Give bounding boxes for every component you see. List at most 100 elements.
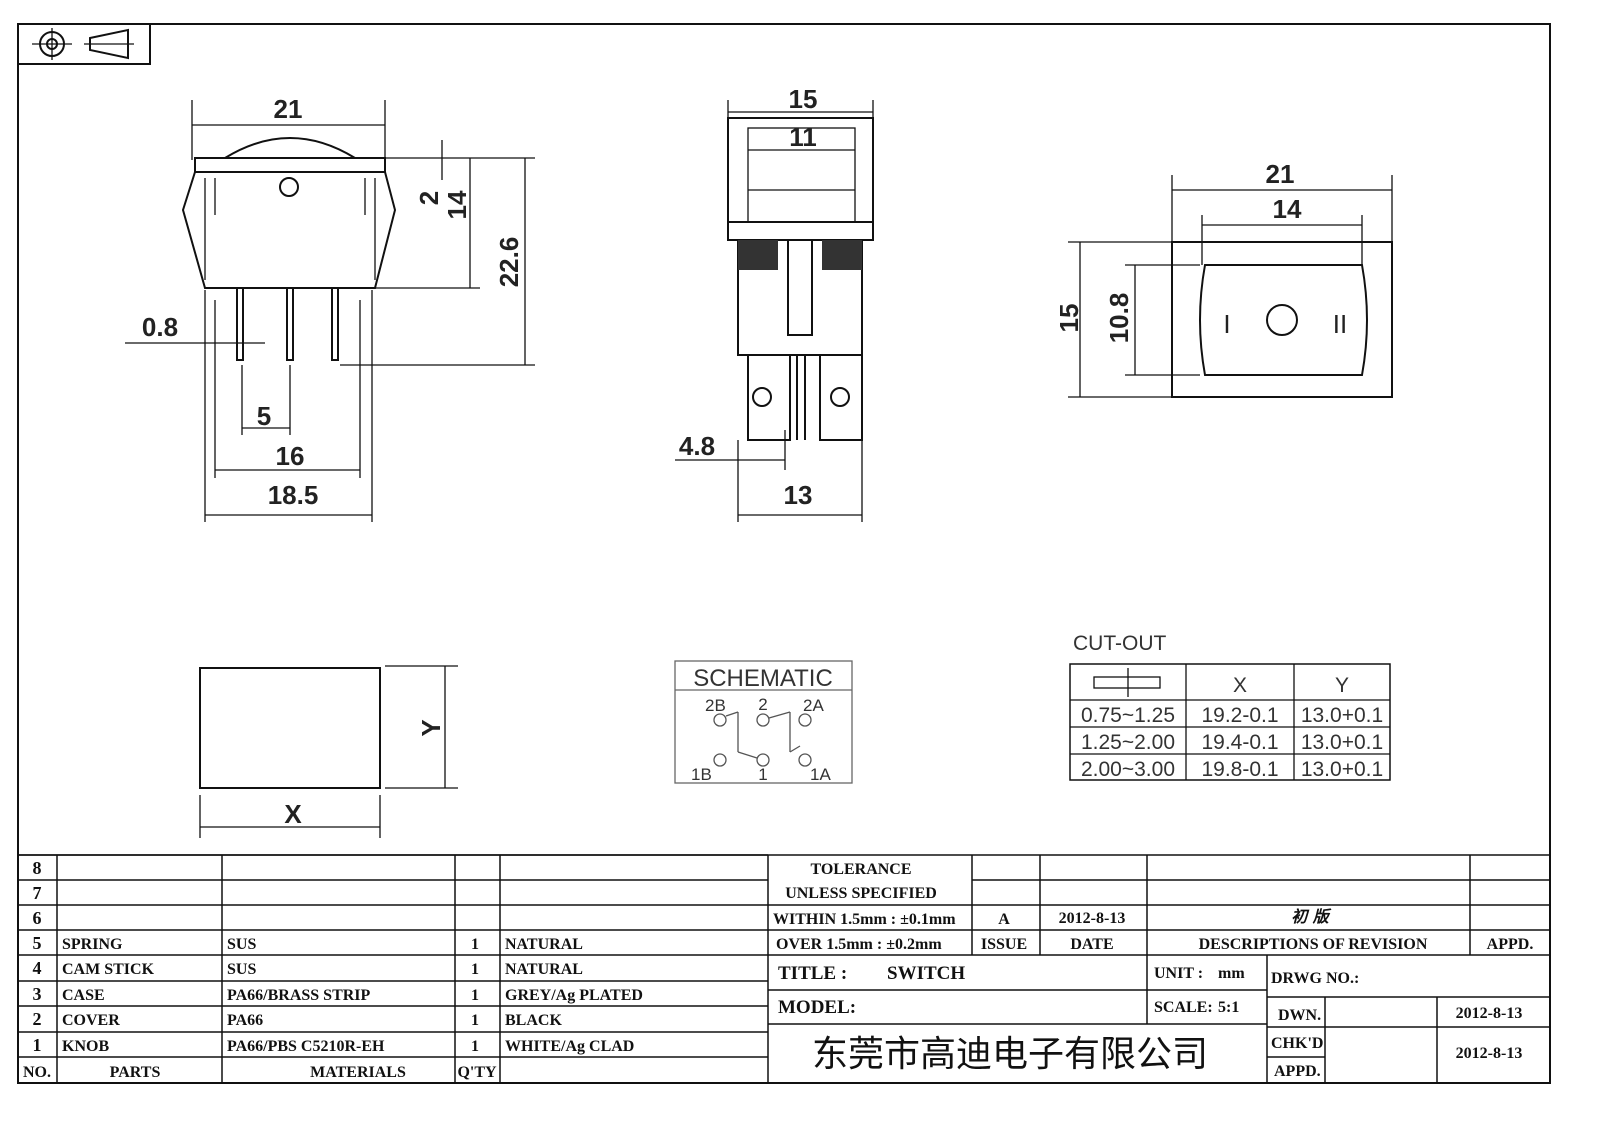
parts-row: 7 — [33, 883, 42, 903]
unit-label: UNIT : — [1154, 965, 1203, 982]
part-no: 8 — [33, 858, 42, 878]
header-qty: Q'TY — [457, 1064, 497, 1081]
cutout-cell: 19.8-0.1 — [1201, 758, 1278, 781]
appd-label: APPD. — [1487, 936, 1534, 953]
company-name: 东莞市高迪电子有限公司 — [812, 1034, 1208, 1075]
issue-label: ISSUE — [981, 936, 1027, 953]
terminal-2b: 2B — [705, 696, 726, 715]
part-no: 2 — [33, 1009, 42, 1029]
parts-row: 8 — [33, 858, 42, 878]
dim-side-11: 11 — [789, 122, 817, 152]
cutout-header-x: X — [1233, 674, 1247, 697]
part-name: COVER — [62, 1012, 120, 1029]
part-material: SUS — [227, 961, 256, 978]
dim-front-5: 5 — [257, 401, 271, 431]
part-no: 5 — [33, 933, 42, 953]
dwn-date: 2012-8-13 — [1456, 1005, 1523, 1022]
schematic-title: SCHEMATIC — [693, 665, 833, 692]
cutout-shape-view: Y X — [199, 665, 458, 838]
part-material: PA66/BRASS STRIP — [227, 987, 371, 1004]
scale-label: SCALE: — [1154, 999, 1213, 1016]
part-name: KNOB — [62, 1038, 109, 1055]
part-name: CAM STICK — [62, 961, 155, 978]
part-qty: 1 — [471, 1038, 479, 1055]
descriptions-label: DESCRIPTIONS OF REVISION — [1199, 936, 1428, 953]
cutout-cell: 2.00~3.00 — [1081, 758, 1175, 781]
cutout-cell: 13.0+0.1 — [1301, 731, 1383, 754]
dim-front-14: 14 — [442, 190, 472, 219]
tolerance-unless: UNLESS SPECIFIED — [785, 885, 937, 902]
schematic: SCHEMATIC 2B 2 2A 1B 1 1A — [674, 660, 853, 784]
dim-front-width: 21 — [274, 94, 303, 124]
part-name: CASE — [62, 987, 105, 1004]
title-label: TITLE : — [778, 963, 847, 984]
top-view: I II 21 14 15 10.8 — [1054, 159, 1393, 398]
appd2-label: APPD. — [1274, 1063, 1321, 1080]
cutout-cell: 1.25~2.00 — [1081, 731, 1175, 754]
date-value: 2012-8-13 — [1059, 910, 1126, 927]
part-finish: BLACK — [505, 1012, 562, 1029]
panel-thickness-icon — [1093, 668, 1161, 697]
drwg-no-label: DRWG NO.: — [1271, 970, 1359, 987]
cutout-header-y: Y — [1335, 674, 1349, 697]
revision-description: 初 版 — [1291, 907, 1332, 926]
part-finish: WHITE/Ag CLAD — [505, 1038, 634, 1055]
dim-front-16: 16 — [276, 441, 305, 471]
parts-row: 1 KNOB PA66/PBS C5210R-EH 1 WHITE/Ag CLAD — [33, 1035, 635, 1055]
dim-top-14: 14 — [1273, 194, 1302, 224]
dim-front-0-8: 0.8 — [142, 312, 178, 342]
part-material: PA66/PBS C5210R-EH — [227, 1038, 385, 1055]
dim-top-21: 21 — [1266, 159, 1295, 189]
date-label: DATE — [1070, 936, 1113, 953]
tolerance-over: OVER 1.5mm : ±0.2mm — [776, 936, 942, 953]
cutout-cell: 19.4-0.1 — [1201, 731, 1278, 754]
scale-value: 5:1 — [1218, 999, 1239, 1016]
title-value: SWITCH — [887, 963, 965, 984]
symbol-on: II — [1333, 309, 1347, 339]
part-material: PA66 — [227, 1012, 263, 1029]
terminal-1a: 1A — [810, 765, 831, 784]
dim-front-22-6: 22.6 — [494, 237, 524, 288]
dim-front-2: 2 — [414, 191, 444, 205]
unit-value: mm — [1218, 965, 1245, 982]
part-no: 1 — [33, 1035, 42, 1055]
part-no: 7 — [33, 883, 42, 903]
part-no: 3 — [33, 984, 42, 1004]
cutout-cell: 13.0+0.1 — [1301, 758, 1383, 781]
cutout-title: CUT-OUT — [1073, 632, 1166, 655]
part-finish: NATURAL — [505, 936, 583, 953]
part-no: 6 — [33, 908, 42, 928]
terminal-2a: 2A — [803, 696, 824, 715]
parts-row: 2 COVER PA66 1 BLACK — [33, 1009, 563, 1029]
dim-side-13: 13 — [784, 480, 813, 510]
drawing-border — [17, 23, 1551, 1084]
dwn-label: DWN. — [1278, 1007, 1321, 1024]
model-label: MODEL: — [778, 997, 856, 1018]
dim-front-18-5: 18.5 — [268, 480, 319, 510]
projection-symbol-icon — [17, 23, 151, 65]
cutout-cell: 13.0+0.1 — [1301, 704, 1383, 727]
cutout-cell: 19.2-0.1 — [1201, 704, 1278, 727]
part-material: SUS — [227, 936, 256, 953]
part-no: 4 — [33, 958, 42, 978]
part-name: SPRING — [62, 936, 123, 953]
terminal-1: 1 — [758, 765, 767, 784]
dim-top-10-8: 10.8 — [1104, 293, 1134, 344]
part-qty: 1 — [471, 961, 479, 978]
dim-cutout-x: X — [284, 799, 302, 829]
front-view: 21 2 14 22.6 0.8 5 16 18.5 — [125, 94, 535, 522]
header-parts: PARTS — [110, 1064, 161, 1081]
title-block: TOLERANCE UNLESS SPECIFIED WITHIN 1.5mm … — [18, 854, 1550, 1083]
parts-row: 6 — [33, 908, 42, 928]
part-qty: 1 — [471, 987, 479, 1004]
side-view: 15 11 4.8 13 — [675, 84, 874, 522]
part-qty: 1 — [471, 1012, 479, 1029]
tolerance-within: WITHIN 1.5mm : ±0.1mm — [773, 911, 956, 928]
dim-top-15: 15 — [1054, 304, 1084, 333]
issue-value: A — [998, 911, 1010, 928]
